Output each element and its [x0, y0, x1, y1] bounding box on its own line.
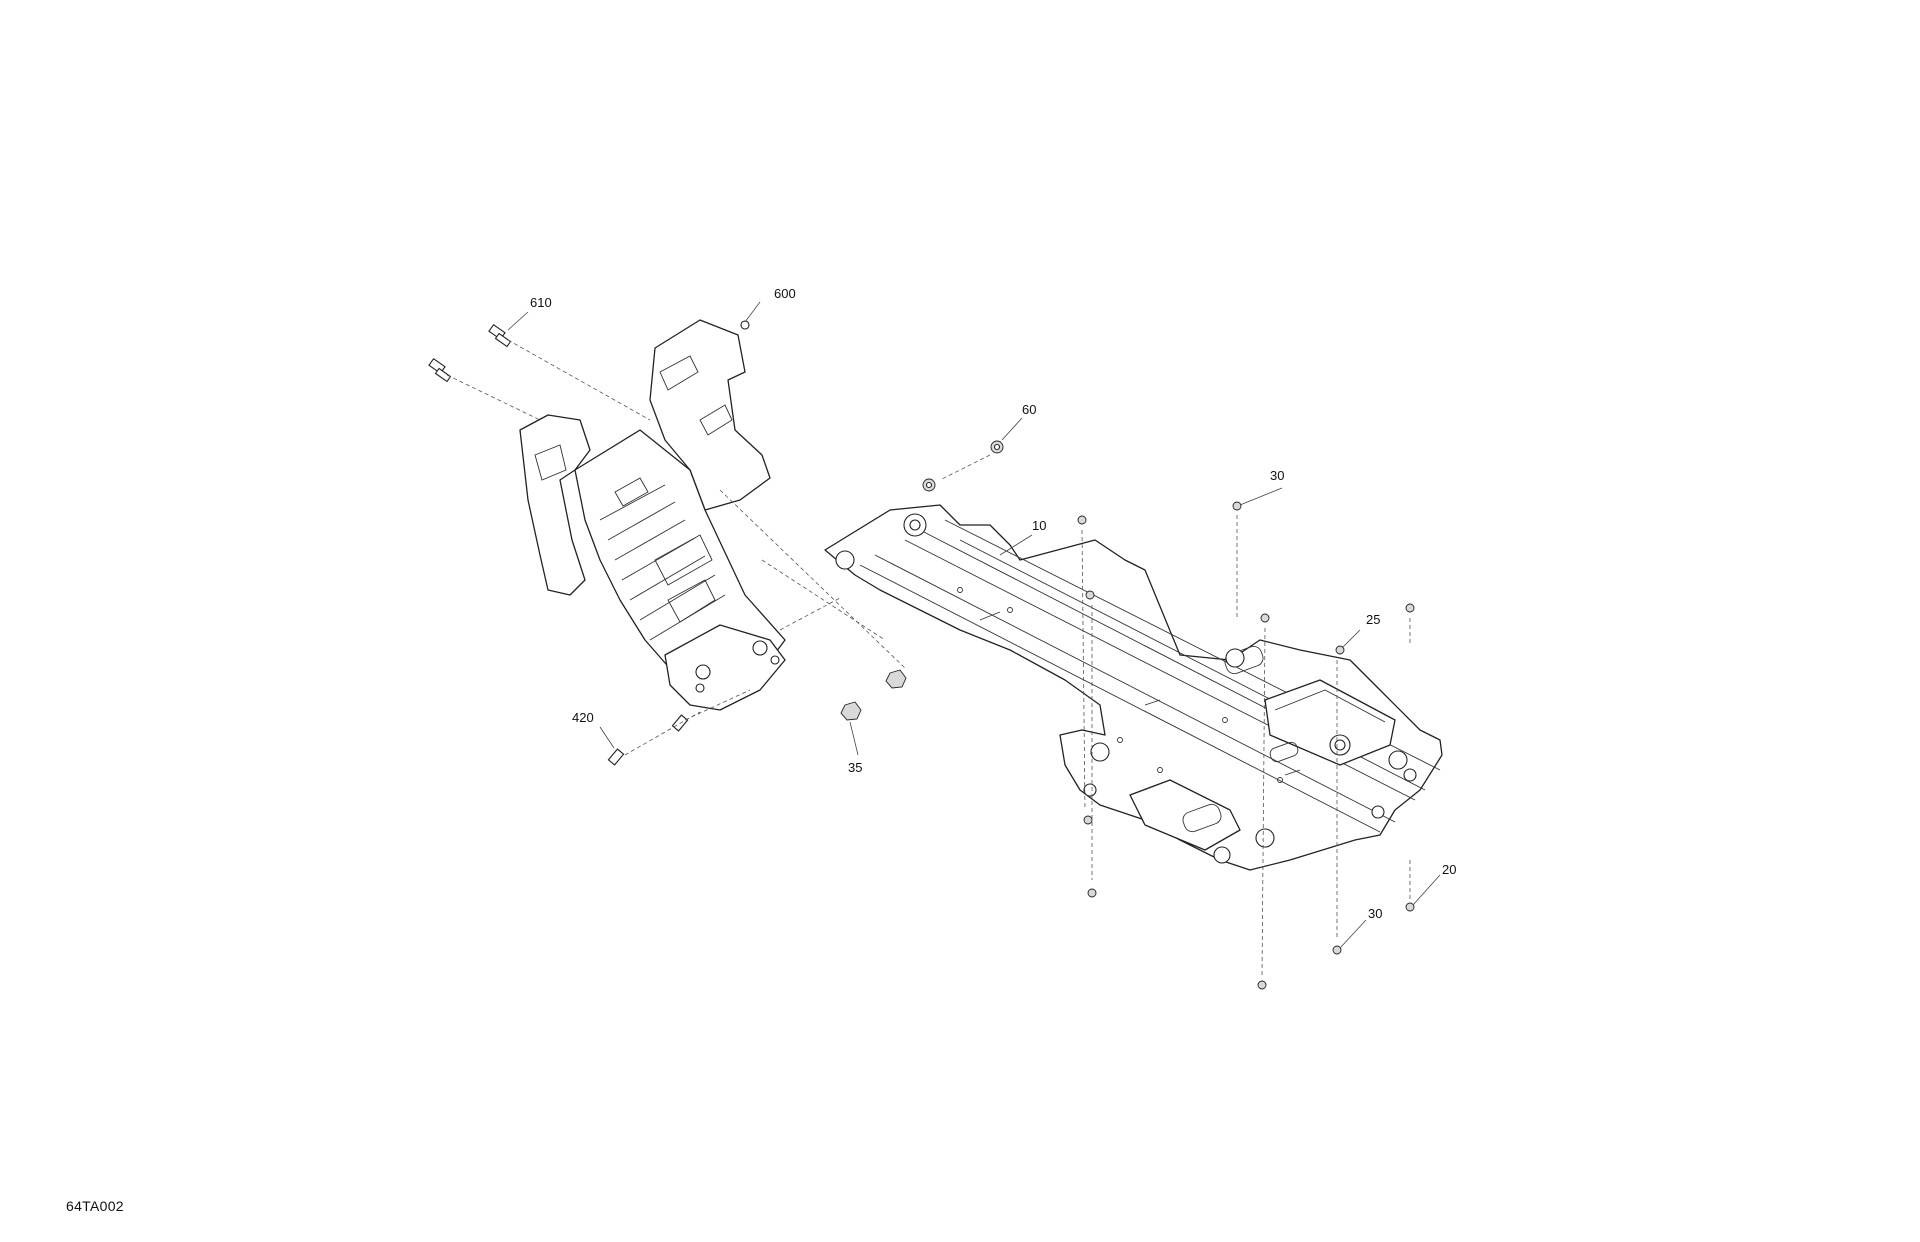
bolt-610	[488, 323, 512, 348]
callout-10: 10	[1032, 518, 1046, 533]
callout-labels: 610 600 60 10 30 25 420 35 20 30	[530, 286, 1456, 921]
callout-610: 610	[530, 295, 552, 310]
bolt-left-upper	[428, 357, 452, 383]
callout-35: 35	[848, 760, 862, 775]
assembly-lines	[446, 339, 1411, 976]
callout-60: 60	[1022, 402, 1036, 417]
callout-600: 600	[774, 286, 796, 301]
callout-30-top: 30	[1270, 468, 1284, 483]
callout-25: 25	[1366, 612, 1380, 627]
skid-plate	[824, 504, 1443, 871]
callout-20: 20	[1442, 862, 1456, 877]
leader-lines	[507, 301, 1441, 949]
nut-35	[840, 669, 907, 721]
figure-code: 64TA002	[66, 1198, 124, 1214]
nut-60	[922, 440, 1004, 492]
fasteners	[428, 320, 1415, 990]
callout-30-bottom: 30	[1368, 906, 1382, 921]
bolt-420	[607, 714, 689, 766]
support-bracket	[519, 319, 786, 711]
callout-420: 420	[572, 710, 594, 725]
